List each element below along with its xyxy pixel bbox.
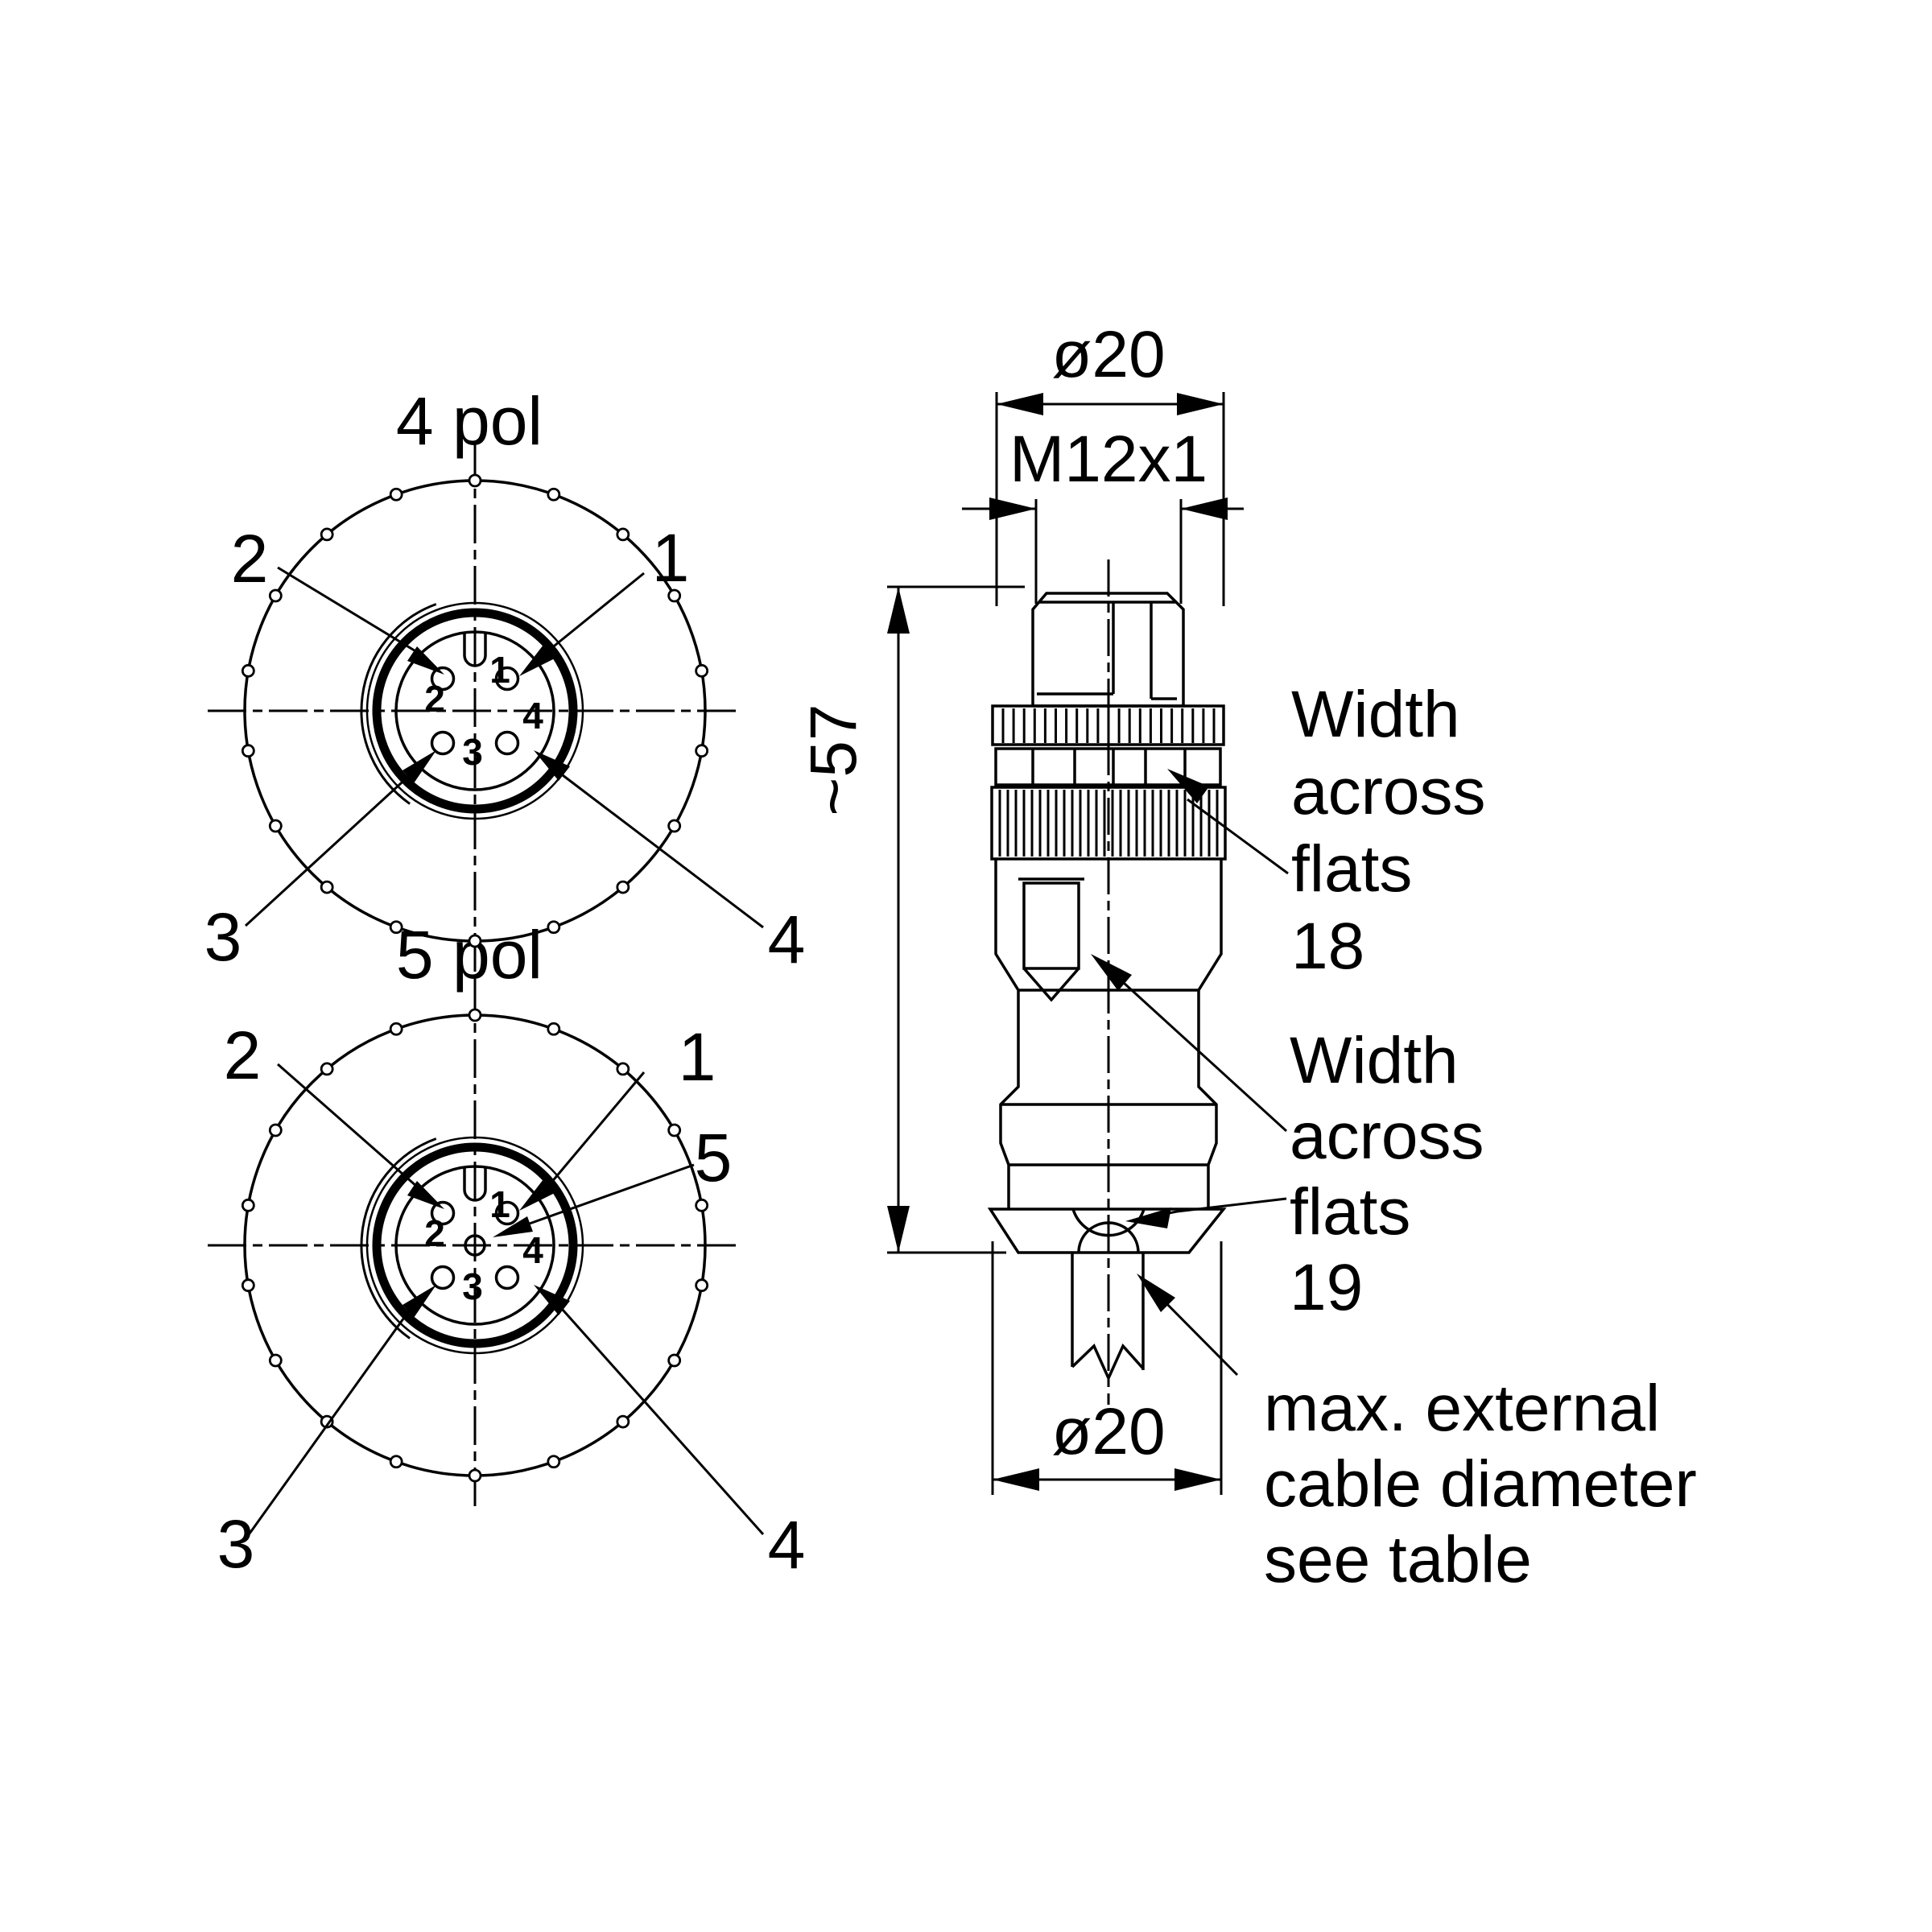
dim-thread: M12x1 — [962, 423, 1244, 604]
leader-pin-5 — [526, 1163, 695, 1226]
leader-pin-1 — [549, 1071, 646, 1184]
leader-arrow-pin-3 — [402, 750, 436, 783]
dim-thread-label: M12x1 — [1009, 423, 1208, 496]
pin-hole — [430, 730, 456, 756]
title-4pol: 4 pol — [396, 383, 543, 459]
flange-circle — [365, 601, 584, 820]
cable-break — [1071, 1343, 1145, 1382]
leader-pin-2 — [277, 566, 418, 654]
pin-label-1: 1 — [652, 520, 690, 596]
pin-hole — [494, 1265, 520, 1290]
knurl-band-small — [991, 704, 1225, 746]
insert-face — [394, 630, 555, 791]
pin-hole-center — [464, 1234, 486, 1257]
note-max-cable-diameter: max. external cable diameter see table — [1264, 1372, 1697, 1596]
note-line: 18 — [1291, 910, 1364, 983]
pins — [430, 666, 520, 756]
note-line: across — [1291, 755, 1486, 828]
knurl-notches — [241, 473, 709, 948]
note-width-across-flats-19: Width across flats 19 — [1290, 1024, 1484, 1324]
pin-mark-4: 4 — [522, 1229, 543, 1271]
note-line: see table — [1264, 1523, 1532, 1596]
pin-label-3: 3 — [217, 1506, 255, 1582]
leader-arrow-pin-4 — [534, 1285, 570, 1315]
note-line: flats — [1291, 832, 1412, 906]
side-view: ø20 M12x1 ~57 — [797, 318, 1697, 1596]
pin-label-4: 4 — [768, 1507, 806, 1583]
coding-arc — [360, 1137, 437, 1340]
keyway — [463, 633, 487, 667]
leader-arrow-pin-2 — [407, 1181, 444, 1209]
dim-bottom-diameter-label: ø20 — [1051, 1395, 1165, 1468]
note-line: Width — [1290, 1024, 1459, 1097]
pin-hole — [430, 666, 456, 691]
coding-arc — [360, 603, 437, 805]
note-line: flats — [1290, 1175, 1410, 1249]
keyway — [463, 1167, 487, 1202]
insert-face — [394, 1165, 555, 1326]
pin-hole — [430, 1265, 456, 1290]
pin-mark-3: 3 — [462, 731, 483, 773]
leader-pin-4 — [561, 1309, 765, 1535]
dim-length-label: ~57 — [797, 704, 870, 815]
pin-hole — [494, 1200, 520, 1226]
pin-mark-1: 1 — [489, 649, 510, 691]
pin-mark-2: 2 — [424, 1212, 445, 1254]
knurl-notches — [241, 1008, 709, 1483]
leader-pin-2 — [277, 1063, 418, 1188]
pin-hole — [430, 1200, 456, 1226]
pin-mark-1: 1 — [489, 1183, 510, 1225]
title-5pol: 5 pol — [396, 917, 543, 993]
dim-top-diameter-label: ø20 — [1051, 318, 1165, 391]
leader-arrow-pin-3 — [402, 1285, 436, 1318]
cable — [1071, 1253, 1145, 1382]
note-line: 19 — [1290, 1251, 1363, 1324]
leader-pin-3 — [244, 774, 411, 927]
leader-pin-4 — [562, 774, 764, 929]
knurl-hatch-small — [1001, 708, 1216, 743]
note-line: max. external — [1264, 1372, 1660, 1445]
coupling-ring — [372, 1142, 578, 1348]
note-width-across-flats-18: Width across flats 18 — [1291, 678, 1486, 983]
pin-hole — [494, 730, 520, 756]
leader-arrow-pin-4 — [534, 750, 570, 781]
gland-body — [994, 859, 1223, 1209]
pin-label-5: 5 — [695, 1120, 733, 1195]
pin-label-1: 1 — [679, 1019, 716, 1095]
note-line: across — [1290, 1100, 1484, 1173]
coupling-ring — [372, 608, 578, 814]
dim-length: ~57 — [797, 585, 1025, 1254]
dim-bottom-diameter: ø20 — [991, 1241, 1223, 1495]
leader-arrow-pin-1 — [519, 645, 555, 676]
leader-arrow-pin-2 — [407, 646, 444, 675]
pin-hole — [494, 666, 520, 691]
leader-pin-1 — [550, 572, 645, 650]
pin-label-3: 3 — [204, 899, 242, 975]
leader-arrow-pin-5 — [493, 1216, 533, 1237]
knurl-hatch-large — [998, 790, 1219, 857]
dim-top-diameter: ø20 — [995, 318, 1225, 606]
leaders — [1091, 769, 1289, 1377]
pins — [430, 1200, 520, 1290]
pin-mark-2: 2 — [424, 678, 445, 720]
flange-circle — [365, 1136, 584, 1355]
leader-pin-3 — [248, 1309, 411, 1534]
pin-mark-3: 3 — [462, 1265, 483, 1307]
pin-mark-4: 4 — [522, 695, 543, 737]
knurl-band-large — [990, 786, 1227, 861]
pin-label-4: 4 — [768, 902, 806, 977]
note-line: cable diameter — [1264, 1447, 1697, 1521]
pin-label-2: 2 — [224, 1018, 262, 1093]
pin-label-2: 2 — [231, 521, 269, 597]
leader-arrow-pin-1 — [519, 1179, 555, 1211]
note-line: Width — [1291, 678, 1460, 751]
